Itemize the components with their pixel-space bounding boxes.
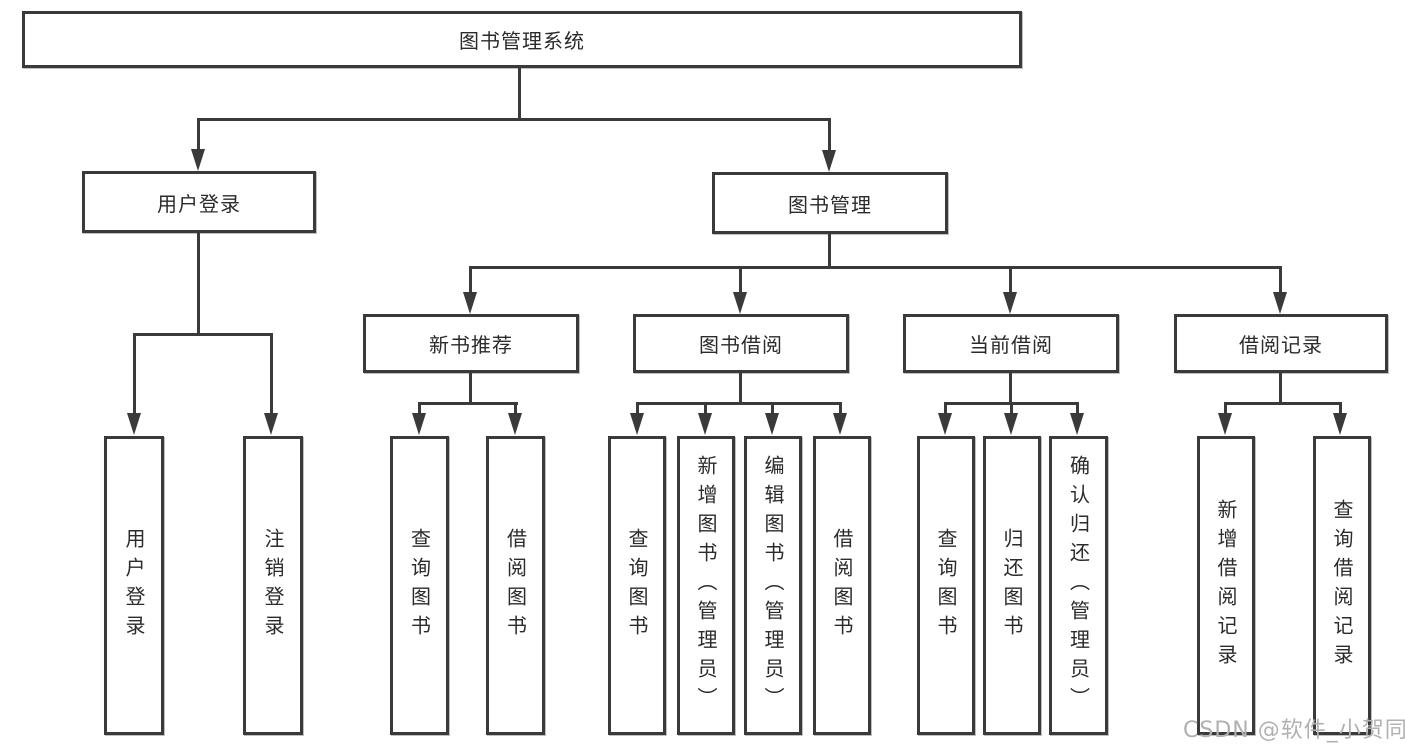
node-current: 当前借阅 bbox=[903, 314, 1119, 373]
leaf-records-query-record: 查询借阅记录 bbox=[1313, 436, 1371, 735]
connector-leaf-drop bbox=[1339, 402, 1342, 414]
arrow-down-icon bbox=[412, 413, 426, 435]
arrow-down-icon bbox=[508, 413, 522, 435]
connector-leaf-drop bbox=[839, 402, 842, 414]
arrow-down-icon bbox=[1218, 413, 1232, 435]
arrow-down-icon bbox=[833, 413, 847, 435]
connector-bookmgmt-drop bbox=[828, 118, 831, 152]
connector-records-drop bbox=[1279, 266, 1282, 294]
leaf-borrow-add-books-admin: 新增图书（管理员） bbox=[677, 436, 735, 735]
connector-userlogin-drop bbox=[197, 118, 200, 152]
arrow-down-icon bbox=[1004, 413, 1018, 435]
connector-root-bus bbox=[197, 118, 831, 121]
connector-logout-drop bbox=[270, 333, 273, 415]
connector-leaf-drop bbox=[636, 402, 639, 414]
arrow-down-icon bbox=[264, 413, 278, 435]
connector-leaf-drop bbox=[1224, 402, 1227, 414]
connector-userlogin-bus bbox=[133, 333, 273, 336]
leaf-borrow-query-books: 查询图书 bbox=[608, 436, 666, 735]
connector-records-stem bbox=[1279, 373, 1282, 405]
connector-bookmgmt-bus bbox=[470, 266, 1282, 269]
connector-borrow-drop bbox=[739, 266, 742, 294]
connector-bookmgmt-stem bbox=[828, 234, 831, 269]
leaf-borrow-edit-books-admin: 编辑图书（管理员） bbox=[744, 436, 802, 735]
leaf-user-login: 用户登录 bbox=[104, 436, 164, 735]
connector-borrow-bus bbox=[636, 402, 842, 405]
leaf-current-query-books: 查询图书 bbox=[917, 436, 975, 735]
node-book-mgmt: 图书管理 bbox=[712, 172, 948, 234]
connector-borrow-stem bbox=[739, 373, 742, 405]
arrow-down-icon bbox=[630, 413, 644, 435]
node-records: 借阅记录 bbox=[1174, 314, 1388, 373]
arrow-down-icon bbox=[1333, 413, 1347, 435]
arrow-down-icon bbox=[938, 413, 952, 435]
arrow-down-icon bbox=[1273, 292, 1287, 314]
arrow-down-icon bbox=[1070, 413, 1084, 435]
arrow-down-icon bbox=[463, 292, 477, 314]
leaf-current-confirm-return-admin: 确认归还（管理员） bbox=[1049, 436, 1108, 735]
node-root: 图书管理系统 bbox=[22, 11, 1022, 68]
csdn-watermark: CSDN @软件_小贺同学 bbox=[1183, 718, 1405, 743]
connector-newrec-drop bbox=[469, 266, 472, 294]
arrow-down-icon bbox=[698, 413, 712, 435]
connector-current-stem bbox=[1009, 373, 1012, 405]
leaf-current-return-books: 归还图书 bbox=[983, 436, 1041, 735]
arrow-down-icon bbox=[127, 413, 141, 435]
connector-leaf-drop bbox=[1010, 402, 1013, 414]
node-borrow: 图书借阅 bbox=[633, 314, 849, 373]
connector-root-stem bbox=[518, 68, 521, 120]
leaf-records-add-record: 新增借阅记录 bbox=[1197, 436, 1255, 735]
connector-leaf-drop bbox=[944, 402, 947, 414]
arrow-down-icon bbox=[765, 413, 779, 435]
node-new-rec: 新书推荐 bbox=[363, 314, 579, 373]
arrow-down-icon bbox=[1003, 292, 1017, 314]
connector-records-bus bbox=[1224, 402, 1342, 405]
connector-leaf-drop bbox=[514, 402, 517, 414]
leaf-newrec-query-books: 查询图书 bbox=[390, 436, 449, 735]
connector-newrec-bus bbox=[418, 402, 518, 405]
connector-login-drop bbox=[133, 333, 136, 415]
connector-leaf-drop bbox=[704, 402, 707, 414]
connector-leaf-drop bbox=[771, 402, 774, 414]
node-user-login: 用户登录 bbox=[82, 171, 316, 233]
connector-newrec-stem bbox=[469, 373, 472, 405]
leaf-logout: 注销登录 bbox=[243, 436, 303, 735]
connector-leaf-drop bbox=[1076, 402, 1079, 414]
arrow-down-icon bbox=[733, 292, 747, 314]
connector-current-drop bbox=[1009, 266, 1012, 294]
connector-leaf-drop bbox=[418, 402, 421, 414]
leaf-newrec-borrow-books: 借阅图书 bbox=[486, 436, 545, 735]
arrow-down-icon bbox=[191, 149, 205, 171]
leaf-borrow-borrow-books: 借阅图书 bbox=[813, 436, 871, 735]
arrow-down-icon bbox=[822, 150, 836, 172]
connector-userlogin-stem bbox=[197, 233, 200, 335]
